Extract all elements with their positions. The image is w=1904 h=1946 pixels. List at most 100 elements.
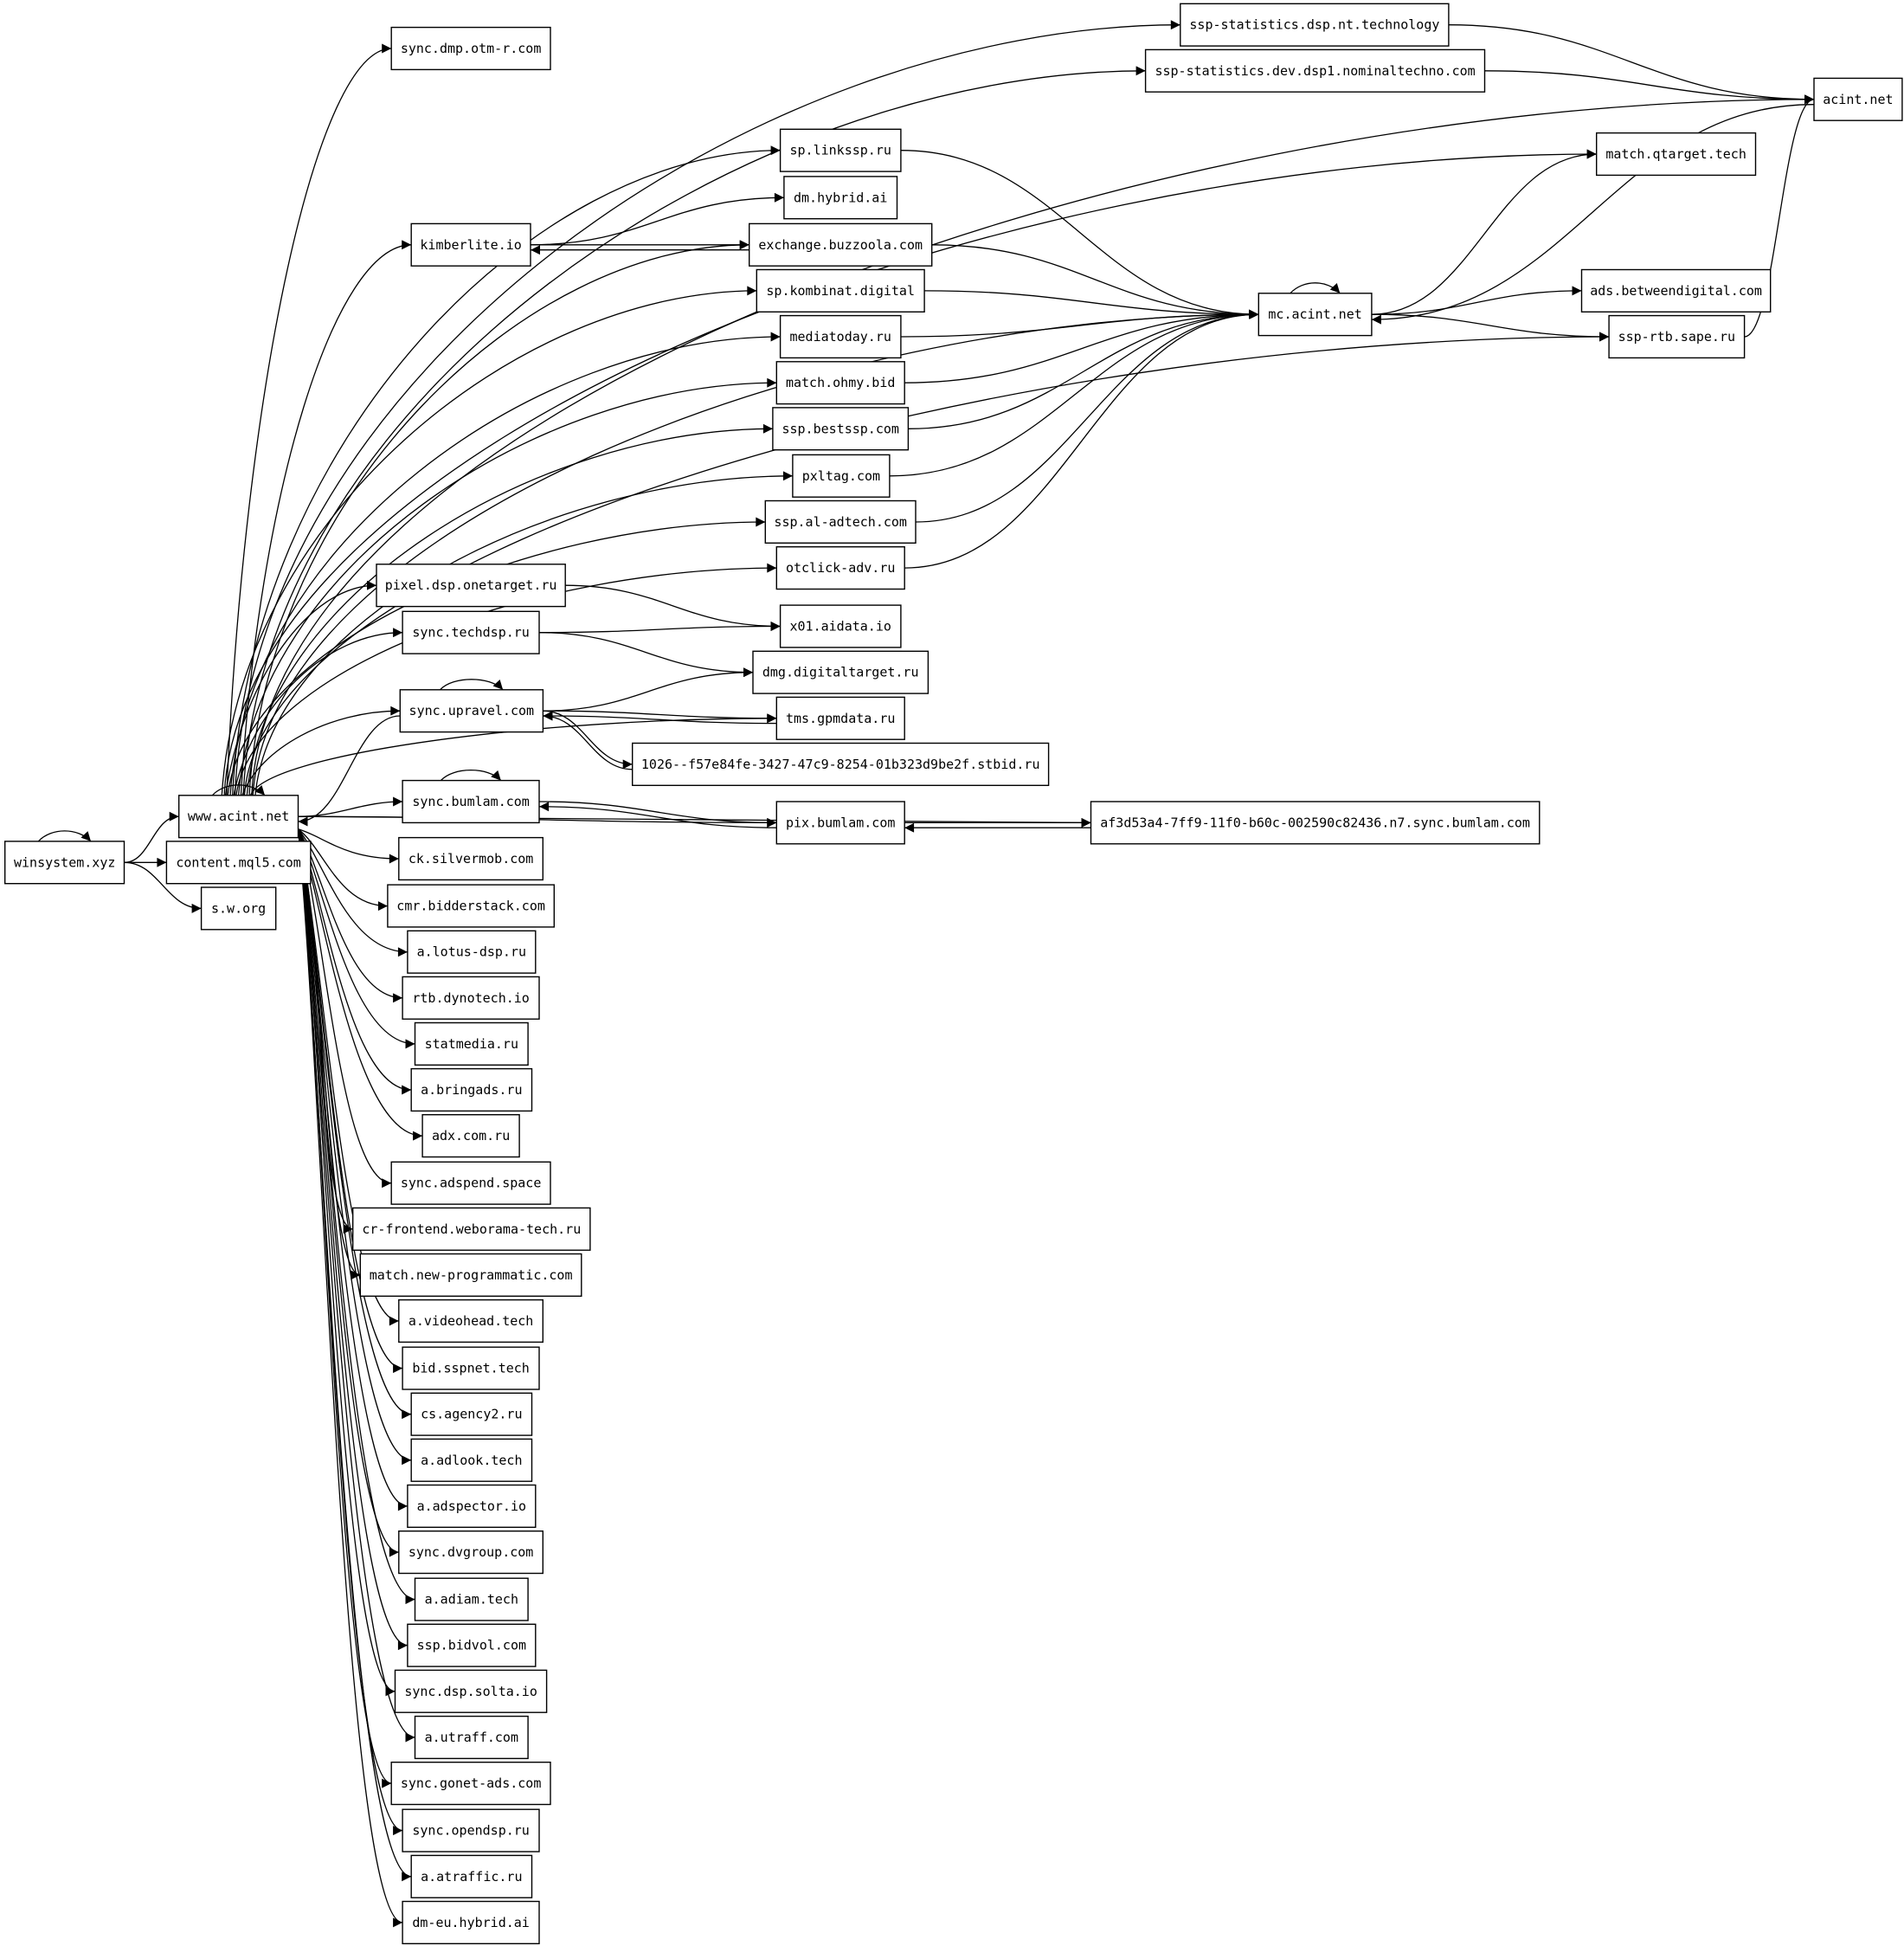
node-label: rtb.dynotech.io: [412, 990, 529, 1006]
edge-www-to-atraffic: [297, 828, 412, 1882]
node-solta: sync.dsp.solta.io: [394, 1669, 548, 1713]
edge-www-to-adspector: [297, 828, 408, 1511]
node-bidderstack: cmr.bidderstack.com: [387, 884, 555, 928]
node-box: [390, 1761, 551, 1806]
node-box: [402, 976, 540, 1020]
node-label: a.adspector.io: [417, 1498, 526, 1514]
node-box: [398, 1530, 544, 1575]
node-linkssp: sp.linkssp.ru: [779, 128, 902, 172]
node-lotus: a.lotus-dsp.ru: [407, 930, 537, 974]
edge-upravel-to-upravel: [440, 679, 504, 691]
node-box: [1608, 314, 1746, 359]
node-label: a.adlook.tech: [421, 1453, 522, 1468]
node-label: sync.dmp.otm-r.com: [401, 41, 542, 56]
edge-gpmdata-to-upravel: [543, 711, 777, 725]
edge-saperu-to-acint: [1744, 94, 1815, 338]
node-kimberlite: kimberlite.io: [410, 222, 531, 267]
node-box: [1180, 3, 1450, 47]
node-box: [387, 884, 555, 928]
node-adxcom: adx.com.ru: [421, 1113, 520, 1158]
node-mcacint: mc.acint.net: [1258, 293, 1373, 337]
node-box: [775, 696, 905, 740]
node-gpmdata: tms.gpmdata.ru: [775, 696, 905, 740]
node-pixbumlam: pix.bumlam.com: [775, 801, 905, 845]
node-label: a.adiam.tech: [425, 1592, 518, 1608]
nodes-layer: winsystem.xyzwww.acint.netcontent.mql5.c…: [3, 3, 1903, 1944]
node-box: [402, 610, 540, 654]
edge-www-to-sspnet: [297, 828, 403, 1374]
node-label: dm.hybrid.ai: [794, 190, 887, 205]
node-label: a.atraffic.ru: [421, 1869, 522, 1885]
node-box: [390, 26, 551, 71]
node-label: bid.sspnet.tech: [412, 1361, 529, 1376]
edge-winsystem-to-winsystem: [37, 830, 92, 842]
edge-www-to-onetarget: [224, 580, 377, 796]
node-label: a.videohead.tech: [408, 1313, 534, 1329]
node-adspector: a.adspector.io: [407, 1484, 537, 1528]
node-box: [177, 795, 299, 839]
edge-www-to-sspdev: [242, 66, 1146, 796]
edge-upravel-to-digitaltarget: [543, 667, 754, 712]
node-box: [414, 1577, 529, 1621]
node-hybrid: dm.hybrid.ai: [783, 176, 898, 220]
edge-upravel-to-www: [298, 715, 401, 827]
edge-www-to-bidvol: [297, 828, 408, 1651]
node-label: ck.silvermob.com: [408, 851, 534, 867]
edge-upravel-to-gpmdata: [543, 710, 777, 724]
node-upravel: sync.upravel.com: [399, 689, 544, 733]
node-box: [764, 499, 917, 544]
edge-techdsp-to-digitaltarget: [539, 632, 754, 678]
node-box: [775, 546, 905, 590]
edge-kimberlite-to-hybrid: [530, 192, 784, 246]
edge-stbid-to-upravel: [543, 711, 633, 770]
node-box: [407, 930, 537, 974]
node-sworg: s.w.org: [200, 886, 277, 931]
node-label: ssp.bestssp.com: [782, 421, 898, 436]
node-bestssp: ssp.bestssp.com: [772, 407, 910, 451]
node-box: [775, 801, 905, 845]
node-box: [632, 742, 1050, 786]
node-betweendigital: ads.betweendigital.com: [1580, 268, 1772, 313]
edge-pixbumlam-to-syncbumlam: [539, 802, 777, 828]
edge-www-to-buzzoola: [248, 240, 749, 796]
node-stbid: 1026--f57e84fe-3427-47c9-8254-01b323d9be…: [632, 742, 1050, 786]
node-label: sync.dvgroup.com: [408, 1544, 534, 1560]
node-box: [1258, 293, 1373, 337]
node-label: pixel.dsp.onetarget.ru: [385, 577, 557, 593]
node-label: 1026--f57e84fe-3427-47c9-8254-01b323d9be…: [641, 757, 1040, 772]
edge-www-to-adlook: [297, 828, 412, 1466]
node-box: [399, 689, 544, 733]
node-box: [402, 1808, 540, 1853]
node-otclick: otclick-adv.ru: [775, 546, 905, 590]
edge-sspnt-to-acint: [1448, 24, 1815, 105]
node-aladtech: ssp.al-adtech.com: [764, 499, 917, 544]
node-label: otclick-adv.ru: [786, 560, 895, 576]
node-gonet: sync.gonet-ads.com: [390, 1761, 551, 1806]
edge-www-to-agency2: [297, 828, 412, 1420]
edge-www-to-dmpotm: [226, 43, 392, 796]
node-agency2: cs.agency2.ru: [410, 1392, 533, 1436]
edge-www-to-saperu: [243, 332, 1610, 796]
edge-www-to-videohead: [297, 828, 399, 1326]
edge-www-to-techdsp: [233, 628, 403, 796]
edge-www-to-ohmy: [237, 377, 777, 796]
node-box: [752, 650, 929, 694]
node-mediatoday: mediatoday.ru: [779, 314, 902, 359]
edge-www-to-dmeu: [297, 828, 403, 1928]
edge-aladtech-to-mcacint: [915, 309, 1259, 523]
node-aidata: x01.aidata.io: [779, 604, 902, 648]
node-qtarget: match.qtarget.tech: [1595, 132, 1757, 177]
node-label: a.bringads.ru: [421, 1082, 522, 1098]
node-adlook: a.adlook.tech: [410, 1438, 533, 1482]
node-label: cr-frontend.weborama-tech.ru: [362, 1221, 581, 1237]
node-label: winsystem.xyz: [14, 854, 115, 870]
node-silvermob: ck.silvermob.com: [398, 836, 544, 881]
node-label: af3d53a4-7ff9-11f0-b60c-002590c82436.n7.…: [1100, 815, 1530, 830]
node-label: statmedia.ru: [425, 1036, 518, 1052]
node-label: content.mql5.com: [176, 854, 301, 870]
node-label: sync.gonet-ads.com: [401, 1775, 542, 1791]
node-box: [749, 222, 933, 267]
edge-www-to-upravel: [241, 706, 401, 796]
node-statmedia: statmedia.ru: [414, 1021, 529, 1066]
